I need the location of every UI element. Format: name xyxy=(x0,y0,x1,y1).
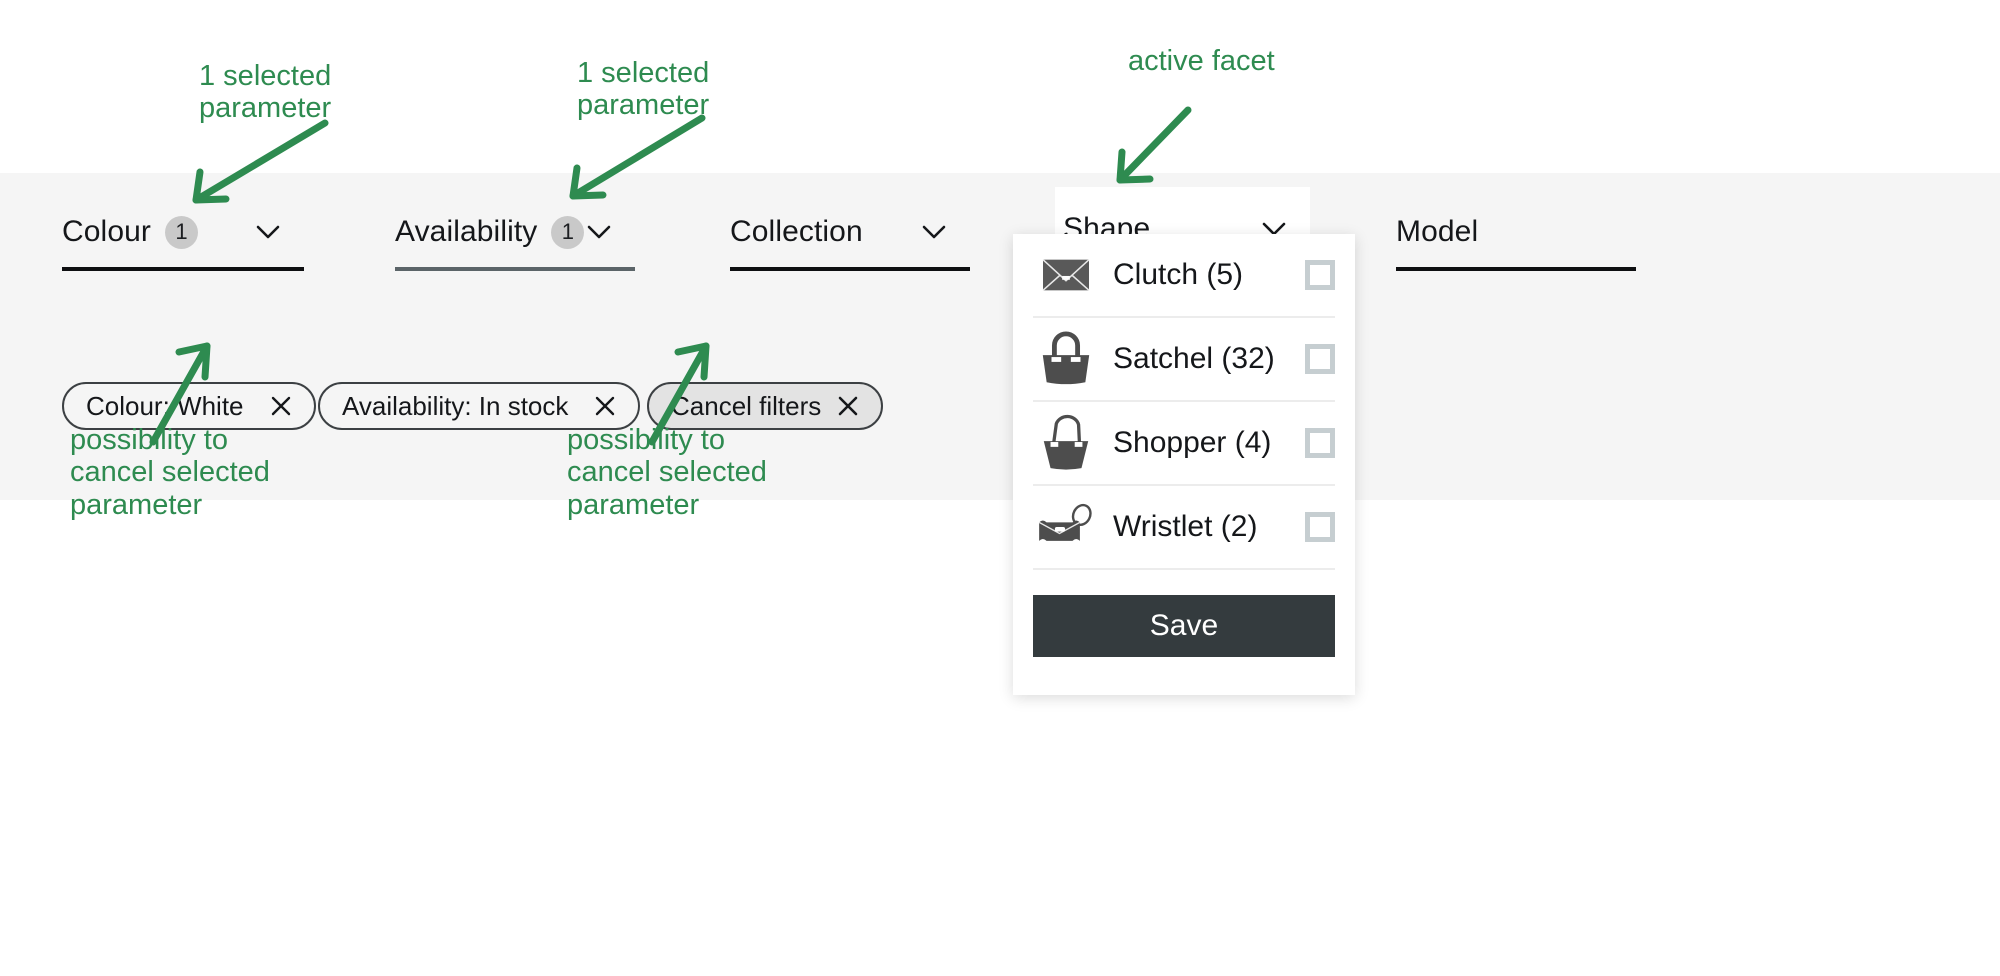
clutch-bag-icon xyxy=(1033,245,1099,305)
shape-option-clutch-checkbox[interactable] xyxy=(1305,260,1335,290)
shape-option-shopper-checkbox[interactable] xyxy=(1305,428,1335,458)
annotation-colour-selected: 1 selected parameter xyxy=(199,60,332,125)
facet-bar: Colour 1 Availability 1 Collection Shape… xyxy=(0,173,2000,303)
annotation-cancel-filters: possibility to cancel selected parameter xyxy=(567,424,767,521)
satchel-bag-icon xyxy=(1033,329,1099,389)
cancel-filters-chip[interactable]: Cancel filters xyxy=(647,382,884,430)
shape-option-clutch[interactable]: Clutch (5) xyxy=(1033,234,1335,318)
close-icon[interactable] xyxy=(594,395,616,417)
shape-option-shopper[interactable]: Shopper (4) xyxy=(1033,402,1335,486)
chevron-down-icon[interactable] xyxy=(585,218,613,246)
shape-option-wristlet-label: Wristlet (2) xyxy=(1113,510,1258,543)
annotation-cancel-parameter: possibility to cancel selected parameter xyxy=(70,424,270,521)
cancel-filters-label: Cancel filters xyxy=(671,390,822,421)
facet-availability-underline xyxy=(395,267,635,271)
wristlet-bag-icon xyxy=(1033,497,1099,557)
shape-option-shopper-label: Shopper (4) xyxy=(1113,426,1272,459)
filter-chip-availability[interactable]: Availability: In stock xyxy=(318,382,641,430)
close-icon[interactable] xyxy=(270,395,292,417)
facet-colour-badge: 1 xyxy=(164,215,198,249)
save-button[interactable]: Save xyxy=(1033,595,1335,657)
facet-collection-underline xyxy=(730,267,970,271)
facet-colour[interactable]: Colour 1 xyxy=(62,193,304,271)
shape-option-satchel-checkbox[interactable] xyxy=(1305,344,1335,374)
chevron-down-icon[interactable] xyxy=(920,218,948,246)
annotation-availability-selected: 1 selected parameter xyxy=(577,57,710,122)
filter-chip-colour[interactable]: Colour: White xyxy=(62,382,316,430)
facet-collection-label: Collection xyxy=(730,215,863,248)
annotation-active-facet: active facet xyxy=(1128,45,1275,77)
facet-colour-label: Colour xyxy=(62,215,151,248)
facet-bar-background xyxy=(0,173,2000,500)
shape-option-clutch-label: Clutch (5) xyxy=(1113,258,1244,291)
shape-option-satchel[interactable]: Satchel (32) xyxy=(1033,318,1335,402)
facet-availability-label: Availability xyxy=(395,215,538,248)
shape-option-wristlet-checkbox[interactable] xyxy=(1305,512,1335,542)
shopper-bag-icon xyxy=(1033,413,1099,473)
close-icon[interactable] xyxy=(837,395,859,417)
facet-availability-badge: 1 xyxy=(551,215,585,249)
facet-model-label: Model xyxy=(1396,215,1479,248)
shape-facet-dropdown: Clutch (5) Satchel (32) Shopper (4) xyxy=(1013,234,1355,695)
facet-collection[interactable]: Collection xyxy=(730,193,970,271)
shape-option-wristlet[interactable]: Wristlet (2) xyxy=(1033,486,1335,570)
facet-model-underline xyxy=(1396,267,1636,271)
chevron-down-icon[interactable] xyxy=(254,218,282,246)
facet-model[interactable]: Model xyxy=(1396,193,1636,271)
facet-colour-underline xyxy=(62,267,304,271)
filter-chip-availability-label: Availability: In stock xyxy=(342,390,569,421)
facet-availability[interactable]: Availability 1 xyxy=(395,193,635,271)
filter-chip-colour-label: Colour: White xyxy=(86,390,244,421)
shape-option-satchel-label: Satchel (32) xyxy=(1113,342,1275,375)
